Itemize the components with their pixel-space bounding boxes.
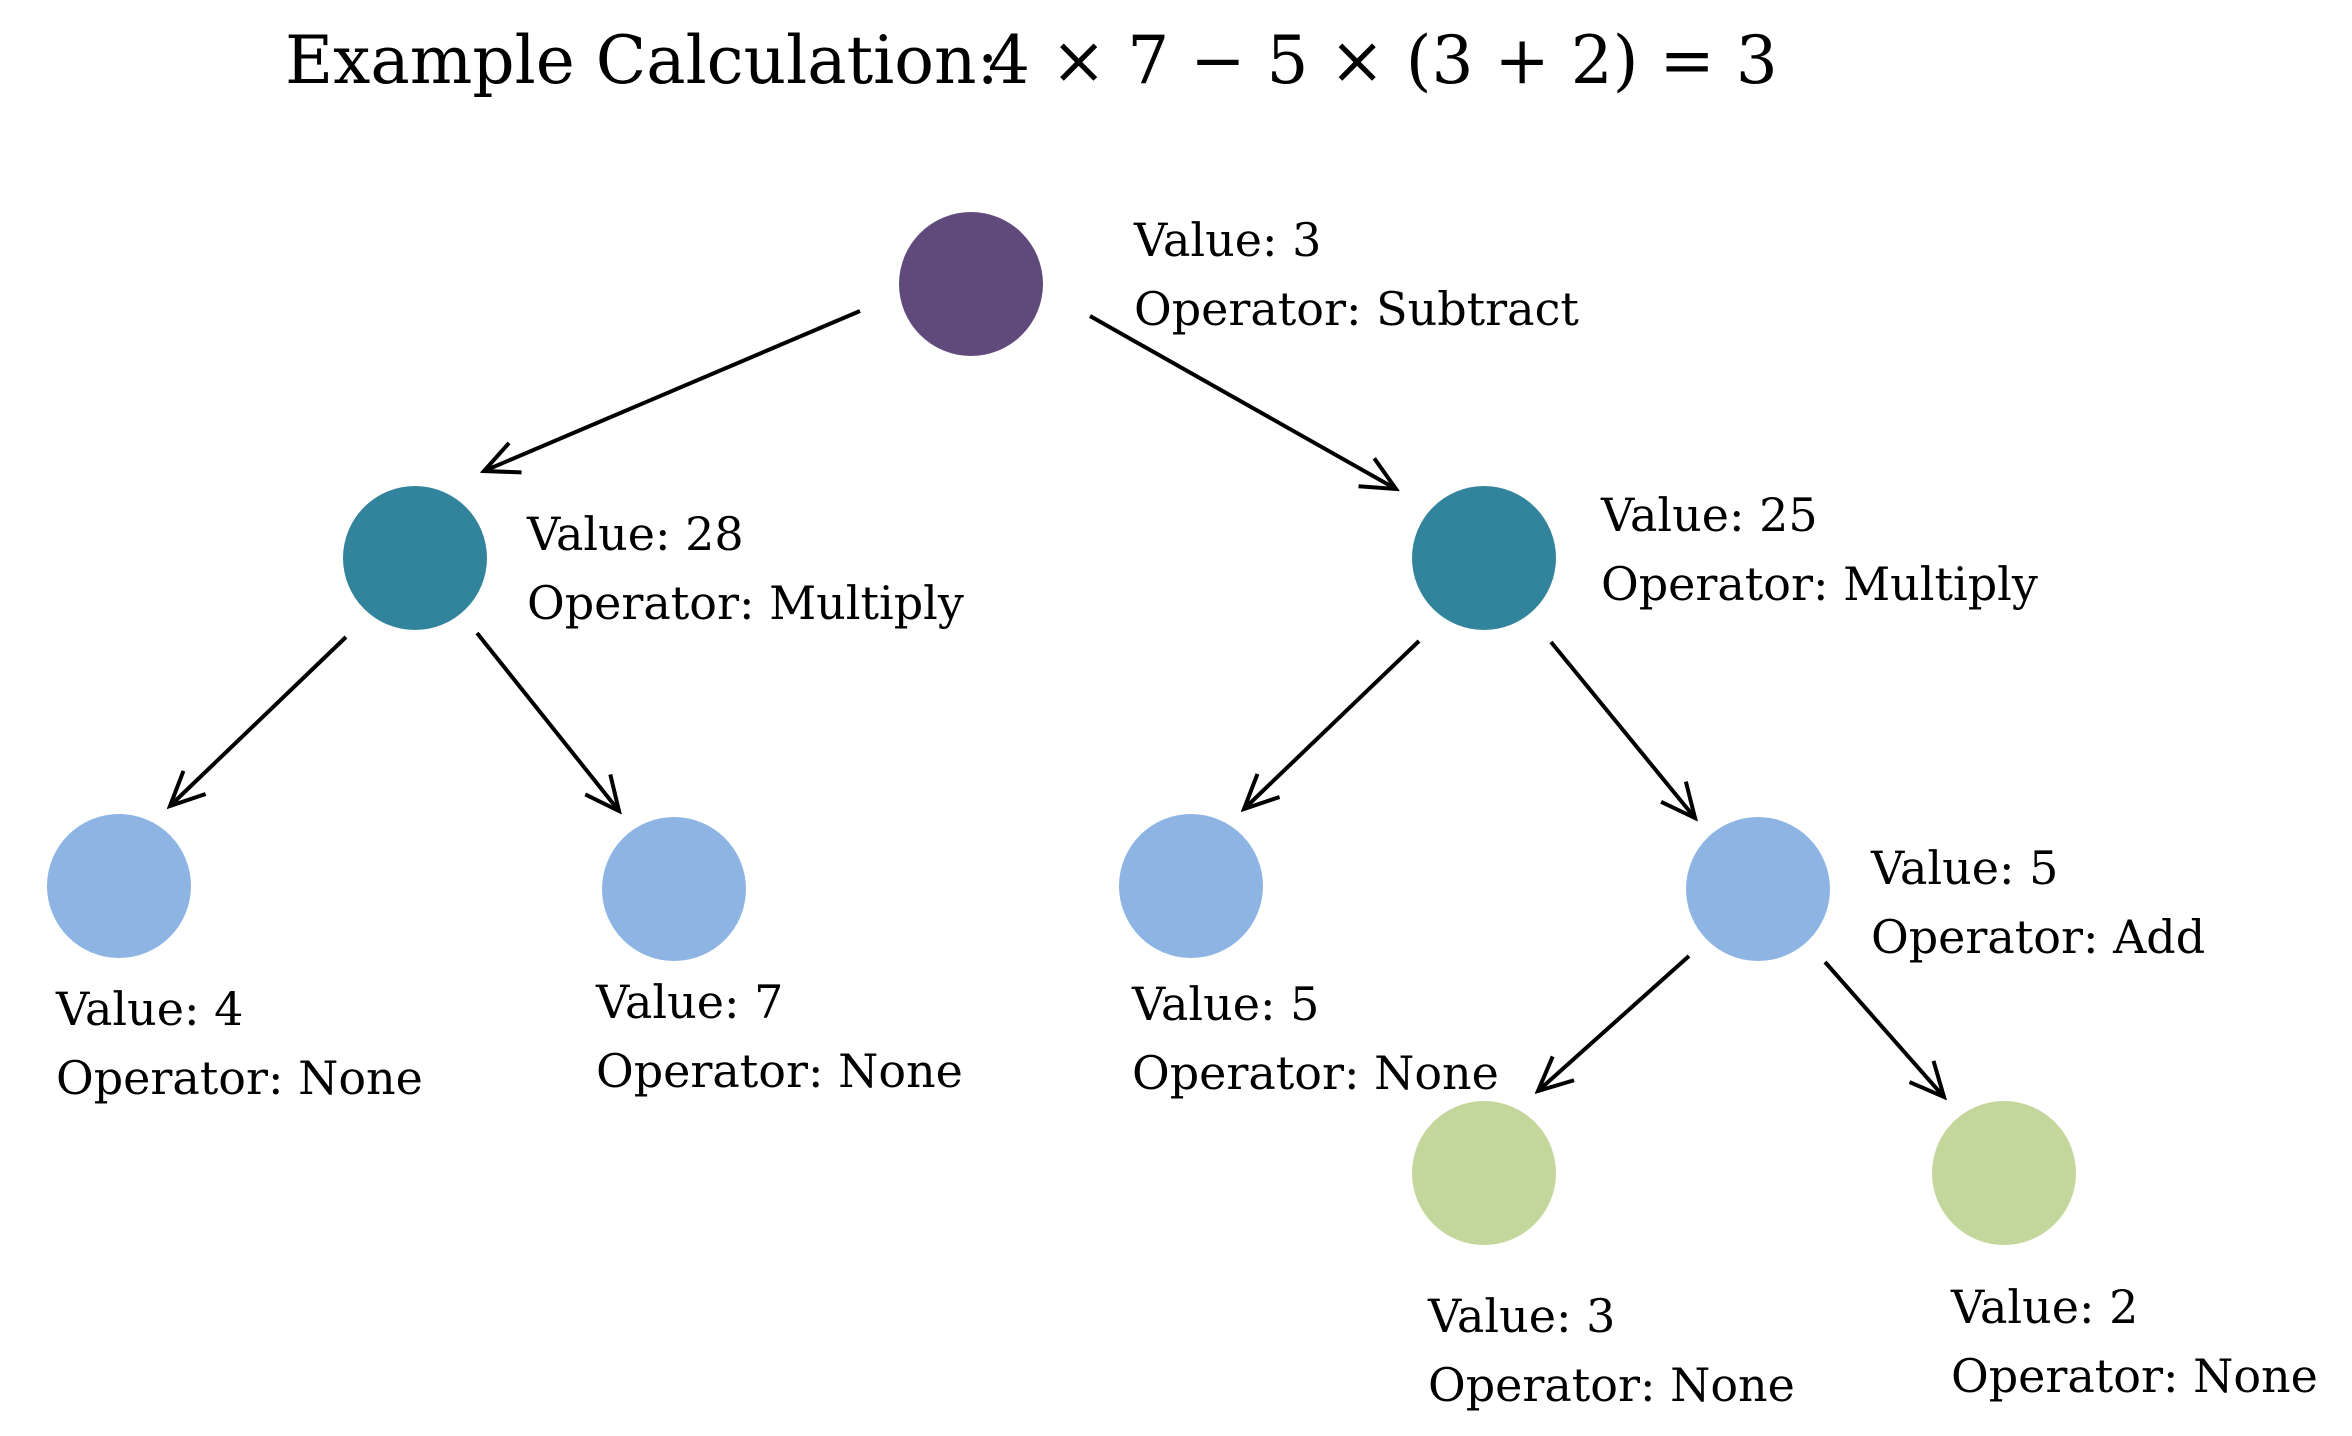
node-leaf-3	[1412, 1101, 1556, 1245]
value-text: Value: 28	[526, 507, 744, 561]
operator-text: Operator: Multiply	[527, 576, 964, 630]
node-leaf-2	[1932, 1101, 2076, 1245]
value-text: Value: 3	[1133, 213, 1321, 267]
node-add	[1686, 817, 1830, 961]
edge-add-to-leaf-2	[1823, 960, 1944, 1097]
label-root: Value: 3 Operator: Subtract	[1133, 213, 1579, 336]
value-text: Value: 7	[595, 975, 783, 1029]
edge-mul-left-to-leaf-7	[475, 631, 619, 811]
label-leaf-7: Value: 7 Operator: None	[595, 975, 963, 1098]
label-leaf-3: Value: 3 Operator: None	[1427, 1289, 1795, 1412]
value-text: Value: 2	[1950, 1280, 2138, 1334]
value-text: Value: 5	[1131, 977, 1319, 1031]
label-leaf-2: Value: 2 Operator: None	[1950, 1280, 2318, 1403]
label-mul-left: Value: 28 Operator: Multiply	[526, 507, 964, 630]
edge-mul-right-to-add	[1549, 640, 1695, 818]
operator-text: Operator: None	[1428, 1358, 1795, 1412]
operator-text: Operator: Multiply	[1601, 557, 2038, 611]
label-mul-right: Value: 25 Operator: Multiply	[1600, 488, 2038, 611]
value-text: Value: 25	[1600, 488, 1818, 542]
label-leaf-4: Value: 4 Operator: None	[55, 982, 423, 1105]
node-leaf-5	[1119, 814, 1263, 958]
operator-text: Operator: None	[596, 1044, 963, 1098]
node-leaf-4	[47, 814, 191, 958]
label-leaf-5: Value: 5 Operator: None	[1131, 977, 1499, 1100]
node-root	[899, 212, 1043, 356]
edge-add-to-leaf-3	[1538, 954, 1691, 1091]
node-leaf-7	[602, 817, 746, 961]
value-text: Value: 4	[55, 982, 243, 1036]
operator-text: Operator: Subtract	[1134, 282, 1579, 336]
edge-mul-left-to-leaf-4	[170, 635, 348, 806]
edge-root-to-mul-right	[1089, 314, 1396, 489]
label-add: Value: 5 Operator: Add	[1870, 841, 2205, 964]
operator-text: Operator: None	[1951, 1349, 2318, 1403]
value-text: Value: 5	[1870, 841, 2058, 895]
title-expression: 4 × 7 − 5 × (3 + 2) = 3	[988, 22, 1778, 99]
value-text: Value: 3	[1427, 1289, 1615, 1343]
operator-text: Operator: None	[1132, 1046, 1499, 1100]
edge-mul-right-to-leaf-5	[1244, 639, 1421, 809]
edge-root-to-mul-left	[484, 309, 861, 471]
operator-text: Operator: Add	[1871, 910, 2205, 964]
operator-text: Operator: None	[56, 1051, 423, 1105]
node-mul-right	[1412, 486, 1556, 630]
title-label: Example Calculation:	[285, 22, 999, 99]
node-mul-left	[343, 486, 487, 630]
